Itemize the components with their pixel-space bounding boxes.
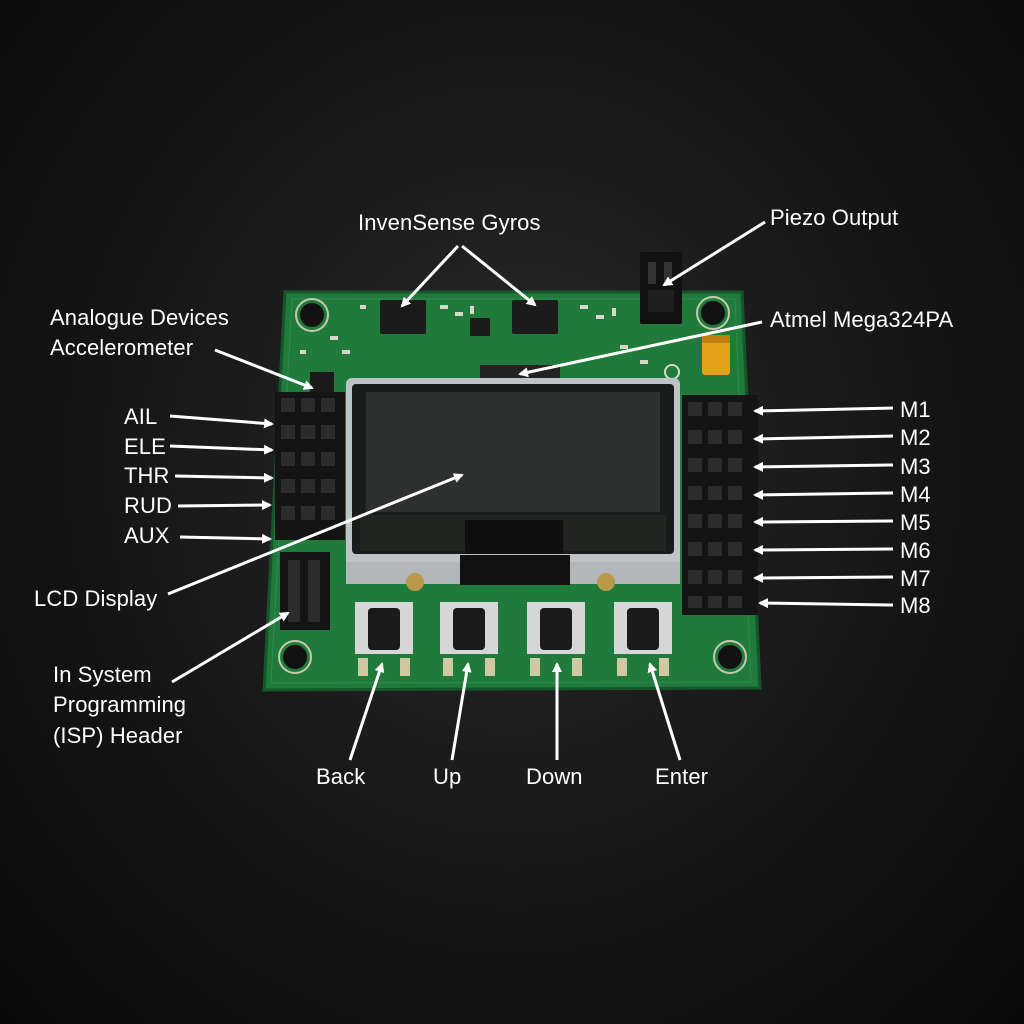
gyro-chip-2	[512, 300, 558, 334]
label-isp-line2: Programming	[53, 692, 187, 718]
arrow-ail	[169, 414, 274, 429]
label-motor-m6: M6	[900, 538, 931, 563]
button-block-up	[440, 602, 498, 676]
arrow-accelerometer	[214, 348, 314, 390]
gyro-chip-1	[380, 300, 426, 334]
callout-arrows	[167, 220, 894, 761]
label-motor-m7: M7	[900, 566, 931, 591]
button-block-down	[527, 602, 585, 676]
label-accelerometer: Analogue Devices Accelerometer	[50, 303, 229, 364]
arrow-rud	[177, 500, 272, 511]
button-block-enter	[614, 602, 672, 676]
label-input-thr: THR	[124, 463, 170, 488]
arrow-m7	[753, 572, 894, 583]
label-motor-m3: M3	[900, 454, 931, 479]
button-block-back	[355, 602, 413, 676]
arrow-up	[450, 662, 472, 761]
piezo-header	[640, 252, 682, 324]
arrow-gyro-left	[400, 244, 460, 308]
label-motor-m1: M1	[900, 397, 931, 422]
mounting-holes	[278, 296, 747, 674]
tantalum-capacitor	[702, 335, 730, 375]
arrow-back	[348, 662, 385, 761]
label-accelerometer-line1: Analogue Devices	[50, 305, 229, 330]
label-lcd: LCD Display	[34, 586, 158, 611]
input-header-block	[275, 392, 345, 540]
label-input-ele: ELE	[124, 434, 166, 459]
arrow-lcd	[167, 473, 464, 596]
arrow-isp	[171, 611, 290, 684]
arrow-ele	[169, 444, 274, 455]
arrow-thr	[174, 472, 274, 483]
lcd-module	[346, 378, 680, 591]
label-motor-m4: M4	[900, 482, 931, 507]
motor-header-block	[682, 395, 758, 615]
isp-header	[280, 552, 330, 630]
arrow-m2	[753, 433, 894, 444]
label-button-enter: Enter	[655, 764, 709, 789]
label-motor-m8: M8	[900, 593, 931, 618]
smd-components	[300, 305, 648, 364]
pcb	[262, 252, 762, 692]
accelerometer-chip	[310, 372, 334, 394]
label-accelerometer-line2: Accelerometer	[50, 335, 194, 361]
arrow-gyro-right	[461, 244, 537, 307]
label-button-back: Back	[316, 764, 366, 789]
label-atmel: Atmel Mega324PA	[770, 307, 954, 332]
arrow-m3	[753, 461, 894, 472]
label-motor-m5: M5	[900, 510, 931, 535]
label-isp: In System Programming (ISP) Header	[53, 660, 186, 751]
label-input-ail: AIL	[124, 404, 158, 429]
lcd-screen	[366, 392, 660, 512]
arrow-enter	[647, 662, 682, 761]
label-button-up: Up	[433, 764, 462, 789]
small-chip	[470, 318, 490, 336]
arrow-m4	[753, 489, 894, 500]
label-motor-m2: M2	[900, 425, 931, 450]
arrow-piezo	[662, 220, 766, 287]
arrow-m1	[753, 405, 894, 416]
label-input-aux: AUX	[124, 523, 170, 548]
arrow-m8	[758, 598, 894, 609]
label-isp-line3: (ISP) Header	[53, 722, 183, 748]
arrow-aux	[179, 533, 272, 544]
label-piezo: Piezo Output	[770, 205, 899, 230]
arrow-m5	[753, 516, 894, 527]
label-button-down: Down	[526, 764, 583, 789]
label-gyros: InvenSense Gyros	[358, 210, 541, 235]
arrow-atmel	[518, 320, 763, 378]
arrow-m6	[753, 544, 894, 555]
label-input-rud: RUD	[124, 493, 172, 518]
label-isp-line1: In System	[53, 662, 152, 687]
